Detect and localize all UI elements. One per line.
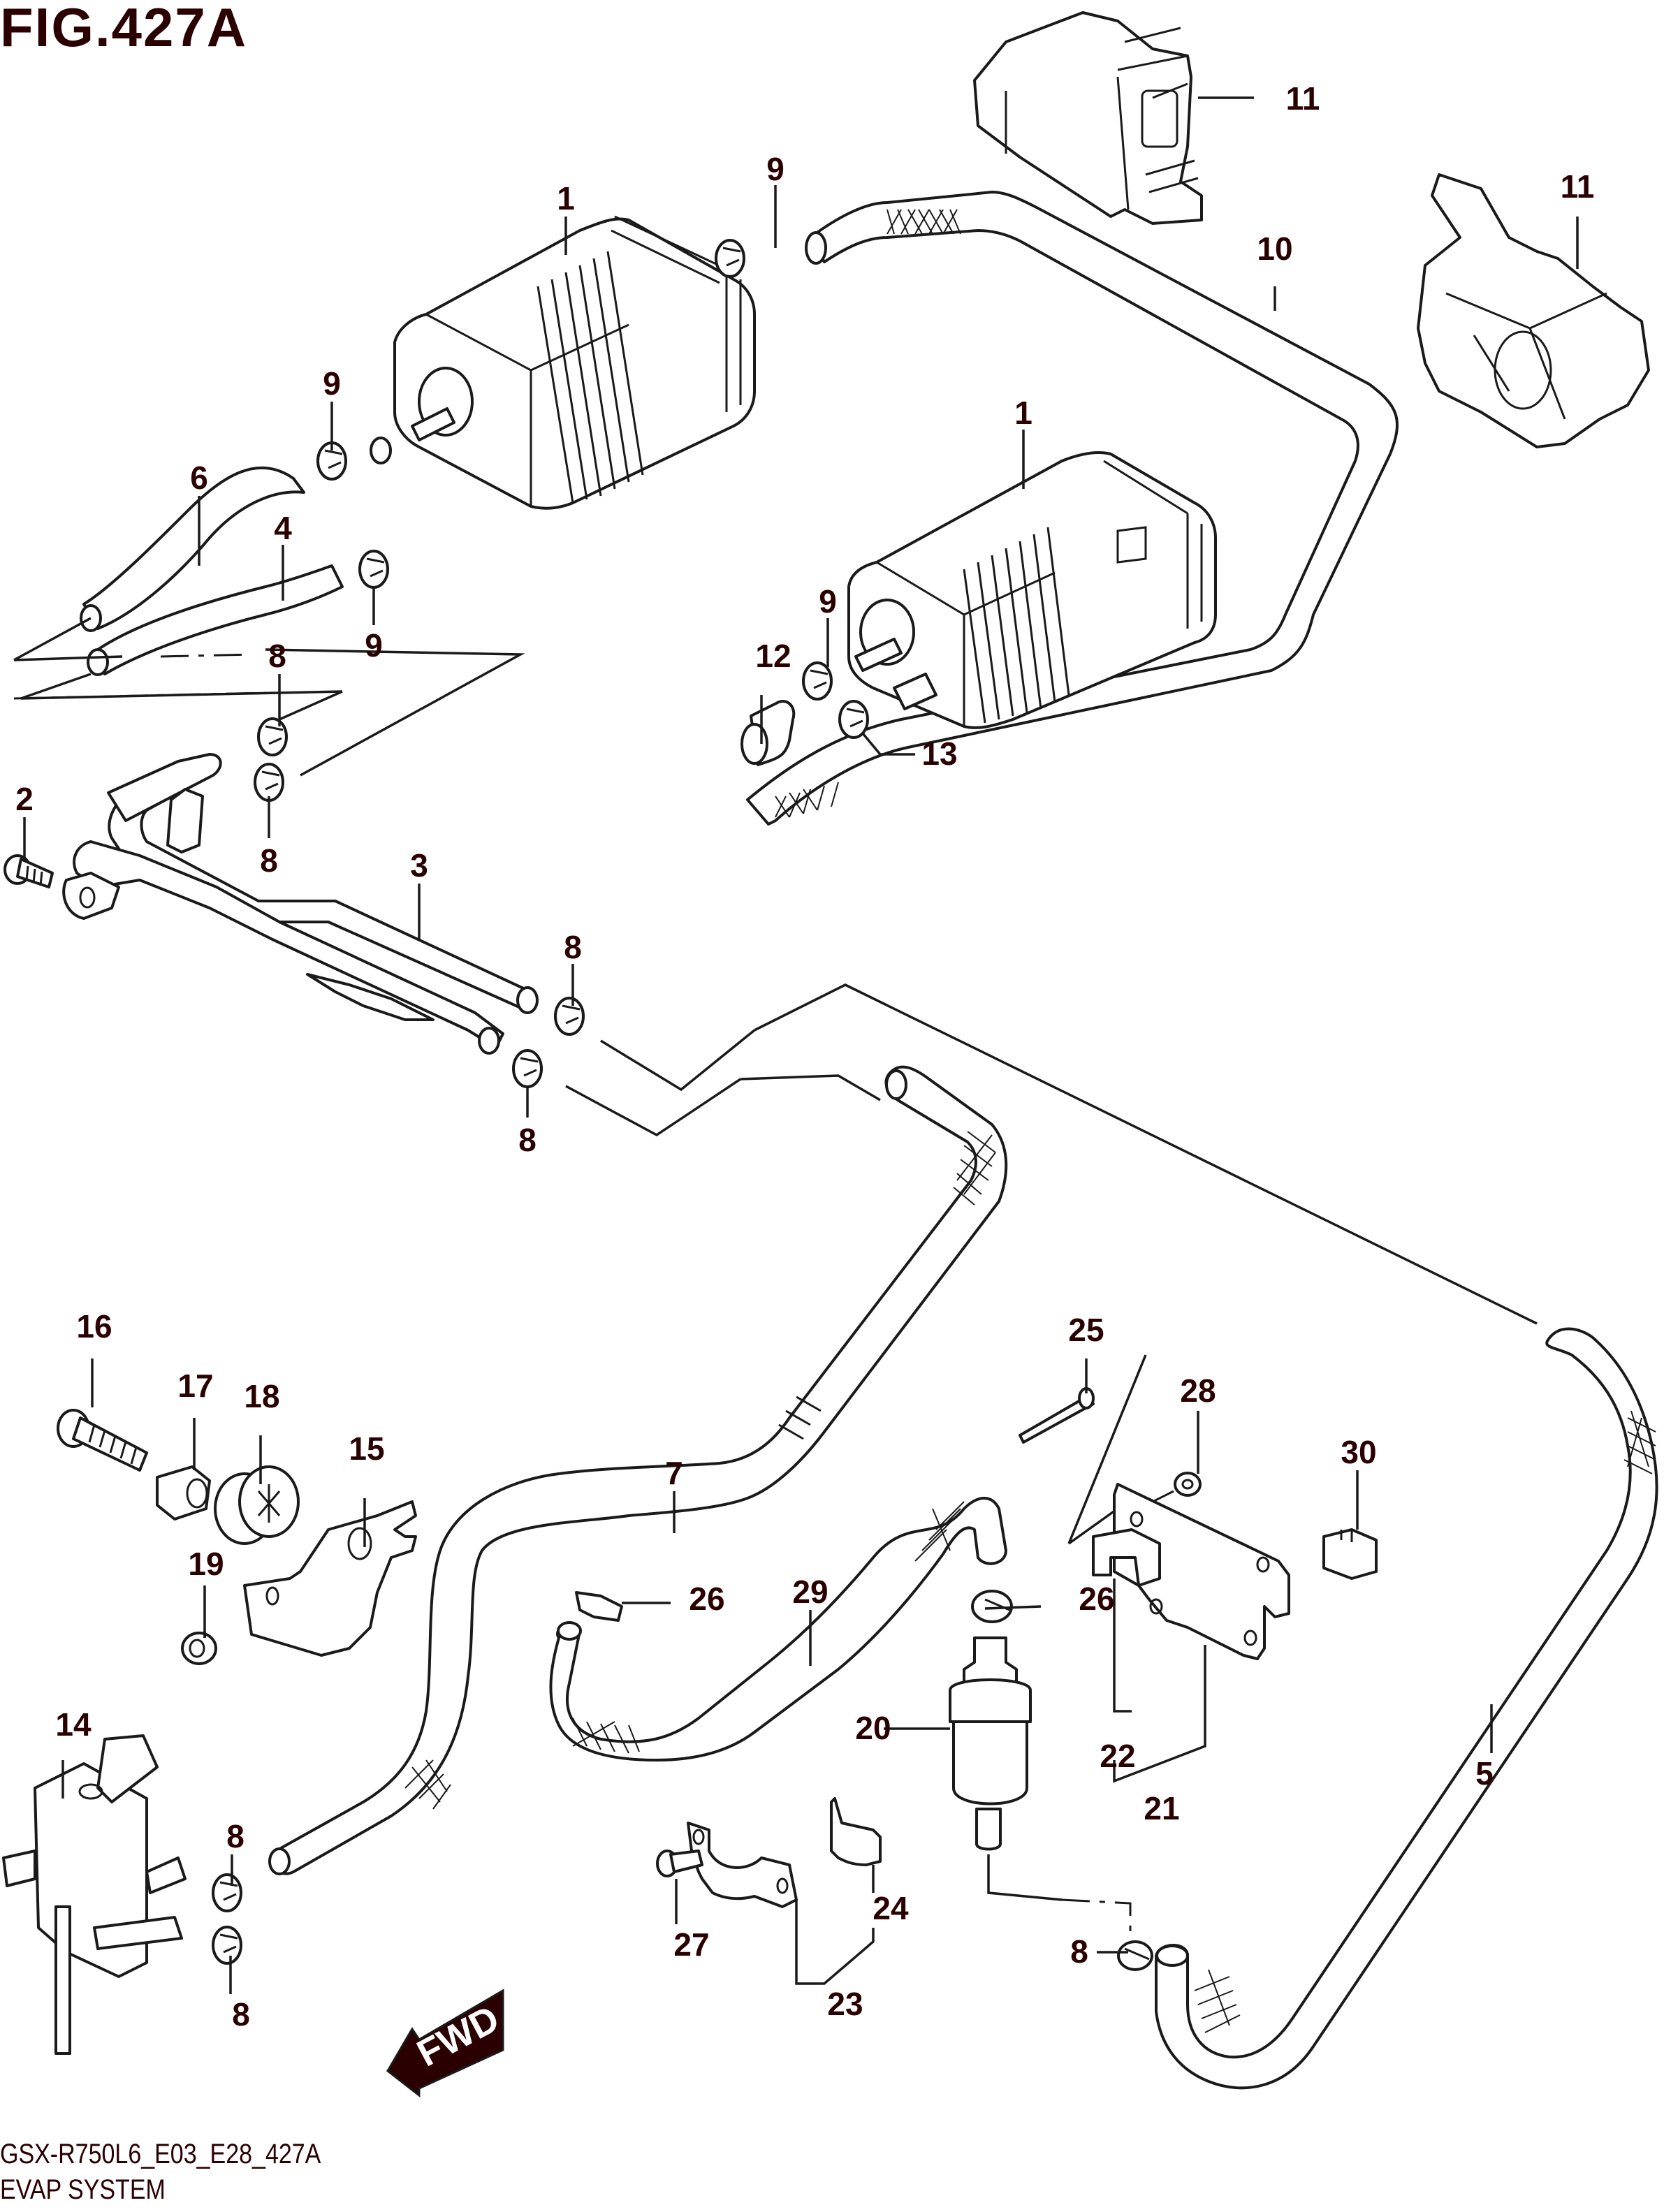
callout-label[interactable]: 2 [15, 781, 34, 817]
callout-label[interactable]: 14 [55, 1706, 92, 1743]
canister-middle[interactable] [847, 451, 1217, 729]
callout-label[interactable]: 1 [1014, 395, 1032, 431]
clamp-9-lower-left[interactable] [358, 550, 389, 589]
callout-label[interactable]: 28 [1180, 1372, 1216, 1409]
holder-upper[interactable] [973, 11, 1203, 225]
callout-label[interactable]: 19 [188, 1546, 224, 1582]
callout-label[interactable]: 8 [232, 1996, 250, 2032]
clamp-8-e[interactable] [212, 1873, 242, 1912]
bolt-16[interactable] [57, 1409, 148, 1472]
clamp-8-g[interactable] [1117, 1940, 1153, 1971]
callout-label[interactable]: 6 [190, 460, 208, 496]
callout-label[interactable]: 16 [76, 1308, 112, 1345]
callout-label[interactable]: 20 [855, 1710, 891, 1746]
callout-label[interactable]: 5 [1475, 1755, 1494, 1792]
figure-title: FIG.427A [0, 0, 248, 58]
clamp-8-d[interactable] [512, 1049, 543, 1088]
filter-20[interactable] [949, 1636, 1032, 1851]
callout-label[interactable]: 26 [1079, 1581, 1114, 1617]
canister-upper[interactable] [370, 215, 756, 510]
clamp-9-middle[interactable] [802, 661, 833, 701]
callout-label[interactable]: 8 [1070, 1933, 1088, 1970]
callout-label[interactable]: 23 [827, 1986, 863, 2022]
clamp-26-right[interactable] [971, 1590, 1013, 1623]
rivet-25[interactable] [1019, 1387, 1095, 1444]
pipe-assembly-3[interactable] [62, 753, 539, 1055]
callout-label[interactable]: 17 [177, 1368, 213, 1404]
callout-label[interactable]: 30 [1341, 1434, 1376, 1470]
callout-label[interactable]: 9 [365, 627, 383, 664]
clamp-24[interactable] [830, 1797, 882, 1866]
callout-label[interactable]: 8 [518, 1122, 537, 1158]
clip-22[interactable] [1092, 1528, 1161, 1587]
section-name: EVAP SYSTEM [0, 2174, 166, 2205]
callout-label[interactable]: 21 [1144, 1790, 1179, 1826]
washer-28[interactable] [1174, 1472, 1202, 1497]
clip-30[interactable] [1322, 1528, 1378, 1580]
screw-27[interactable] [656, 1850, 703, 1877]
hose-7[interactable] [268, 1065, 1008, 1875]
callout-leaders [23, 96, 1579, 1994]
clamp-8-c[interactable] [554, 997, 585, 1036]
callout-label[interactable]: 11 [1561, 168, 1595, 205]
callout-label[interactable]: 1 [557, 180, 575, 217]
clamp-8-a[interactable] [257, 717, 288, 756]
nut-19[interactable] [181, 1632, 217, 1665]
callout-label[interactable]: 11 [1286, 80, 1320, 117]
valve-14[interactable] [2, 1734, 187, 2055]
callout-label[interactable]: 29 [792, 1574, 828, 1610]
clamp-8-b[interactable] [254, 763, 284, 802]
callout-label[interactable]: 8 [260, 842, 278, 879]
callout-label[interactable]: 8 [564, 929, 582, 965]
callout-label[interactable]: 25 [1068, 1312, 1104, 1348]
callout-label[interactable]: 10 [1257, 230, 1292, 267]
callout-label[interactable]: 26 [689, 1581, 724, 1617]
callout-label[interactable]: 8 [226, 1818, 245, 1854]
cap-12[interactable] [740, 700, 796, 766]
callout-label[interactable]: 24 [873, 1890, 909, 1926]
cushion-18[interactable] [214, 1465, 300, 1545]
callout-label[interactable]: 8 [268, 638, 286, 674]
holder-right[interactable] [1417, 173, 1650, 448]
callout-label[interactable]: 7 [665, 1455, 683, 1491]
hose-29[interactable] [549, 1497, 1007, 1761]
hose-10-end [805, 231, 827, 265]
callout-label[interactable]: 4 [274, 510, 292, 546]
clamp-8-f[interactable] [212, 1926, 242, 1965]
hose-5[interactable] [1155, 1327, 1658, 2090]
clamp-13[interactable] [838, 700, 869, 739]
callout-label[interactable]: 12 [755, 638, 791, 674]
bracket-15[interactable] [243, 1500, 417, 1657]
clamp-23[interactable] [687, 1822, 798, 1908]
callout-label[interactable]: 3 [410, 847, 428, 884]
fwd-arrow: FWD [386, 1988, 506, 2098]
callout-label[interactable]: 9 [323, 365, 341, 402]
bracket-21[interactable] [1113, 1483, 1290, 1660]
callout-label[interactable]: 18 [244, 1378, 279, 1414]
callout-labels: 1 1 2 3 4 5 6 7 8 8 8 8 8 8 8 9 9 9 9 10… [15, 80, 1594, 2032]
model-code: GSX-R750L6_E03_E28_427A [0, 2139, 321, 2169]
clamp-9-top[interactable] [715, 239, 745, 278]
clamp-9-canister-left[interactable] [316, 441, 347, 481]
hose-4[interactable] [87, 564, 344, 676]
callout-label[interactable]: 27 [673, 1926, 709, 1963]
clamp-26-left[interactable] [575, 1591, 623, 1622]
bolt-2[interactable] [3, 854, 54, 888]
spacer-17[interactable] [156, 1465, 211, 1521]
callout-label[interactable]: 13 [921, 735, 957, 772]
callout-label[interactable]: 9 [766, 151, 784, 187]
callout-label[interactable]: 9 [819, 583, 837, 620]
hose-10[interactable] [746, 191, 1399, 826]
callout-label[interactable]: 22 [1100, 1738, 1135, 1774]
callout-label[interactable]: 15 [349, 1430, 384, 1467]
